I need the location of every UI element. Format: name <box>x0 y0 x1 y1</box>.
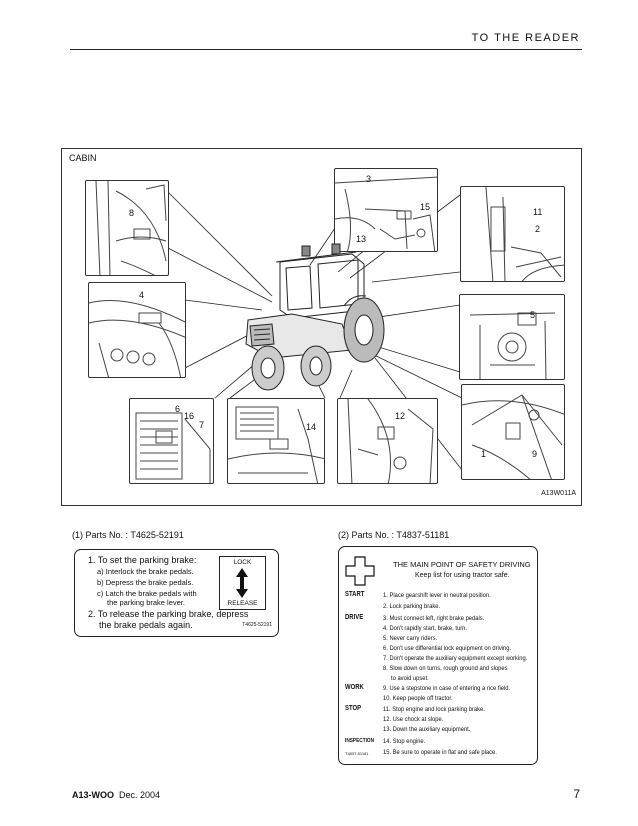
label1-line2b: the brake pedals again. <box>99 620 193 630</box>
figure-frame <box>61 148 582 506</box>
detail-panel-1-9 <box>461 384 565 480</box>
callout-16: 16 <box>184 411 195 421</box>
detail-panel-12 <box>337 398 438 484</box>
safety-item: to avoid upset. <box>391 675 429 682</box>
callout-9: 9 <box>532 449 538 459</box>
section-inspection: INSPECTION <box>345 738 375 744</box>
safety-item: 6. Don't use differential lock equipment… <box>383 645 512 652</box>
detail-panel-3-13-15 <box>334 168 438 252</box>
callout-11: 11 <box>533 207 543 217</box>
safety-item: 12. Use chock at slope. <box>383 716 444 723</box>
safety-item: 5. Never carry riders. <box>383 635 438 642</box>
callout-2: 2 <box>535 224 541 234</box>
detail-drawing-11-2 <box>461 187 565 282</box>
callout-13: 13 <box>356 234 367 244</box>
figure-code: A13W011A <box>541 490 576 497</box>
label1-line1c2: the parking brake lever. <box>107 598 185 607</box>
header-title: TO THE READER <box>471 32 580 44</box>
callout-1: 1 <box>481 449 487 459</box>
label1-line1: 1. To set the parking brake: <box>88 555 197 565</box>
safety-item: 14. Stop engine. <box>383 738 426 745</box>
detail-drawing-8 <box>86 181 169 276</box>
label1-line1b: b) Depress the brake pedals. <box>97 578 194 587</box>
detail-panel-11-2 <box>460 186 565 282</box>
safety-item: 11. Stop engine and lock parking brake. <box>383 706 485 713</box>
detail-drawing-4 <box>89 283 186 378</box>
detail-panel-8 <box>85 180 169 276</box>
detail-panel-6-16-7 <box>129 398 214 484</box>
label1-code: T4625-52191 <box>242 622 272 628</box>
footer-left: A13-WOO Dec. 2004 <box>72 790 160 800</box>
detail-panel-4 <box>88 282 186 378</box>
detail-drawing-14 <box>228 399 325 484</box>
safety-item: 15. Be sure to operate in flat and safe … <box>383 749 497 756</box>
detail-drawing-12 <box>338 399 438 484</box>
label1-line1c1: c) Latch the brake pedals with <box>97 589 197 598</box>
detail-panel-5 <box>459 294 565 380</box>
label2-code: T4837-51181 <box>345 751 369 756</box>
detail-drawing-5 <box>460 295 565 380</box>
safety-item: 3. Must connect left, right brake pedals… <box>383 615 485 622</box>
callout-6: 6 <box>175 404 181 414</box>
safety-item: 2. Lock parking brake. <box>383 603 441 610</box>
footer-model: A13-WOO <box>72 790 115 800</box>
section-start: START <box>345 591 365 598</box>
figure-label: CABIN <box>69 153 97 163</box>
callout-7: 7 <box>199 420 205 430</box>
parking-brake-label: 1. To set the parking brake: a) Interloc… <box>74 549 279 637</box>
safety-driving-label: THE MAIN POINT OF SAFETY DRIVING Keep li… <box>338 546 538 765</box>
callout-12: 12 <box>395 411 406 421</box>
section-drive: DRIVE <box>345 614 364 621</box>
lock-text: LOCK <box>233 559 252 566</box>
label1-line1a: a) Interlock the brake pedals. <box>97 567 194 576</box>
safety-item: 9. Use a stepstone in case of entering a… <box>383 685 511 692</box>
tractor-illustration <box>232 240 392 400</box>
detail-drawing-6-16-7 <box>130 399 214 484</box>
lock-release-box: LOCK RELEASE <box>219 556 266 610</box>
safety-item: 13. Down the auxiliary equipment. <box>383 726 471 733</box>
safety-item: 4. Don't rapidly start, brake, turn. <box>383 625 467 632</box>
safety-item: 7. Don't operate the auxiliary equipment… <box>383 655 528 662</box>
safety-item: 1. Place gearshift lever in neutral posi… <box>383 592 491 599</box>
label1-line2a: 2. To release the parking brake, depress <box>88 609 249 619</box>
detail-panel-14 <box>227 398 325 484</box>
callout-5: 5 <box>530 310 536 320</box>
section-work: WORK <box>345 684 364 691</box>
footer-date: Dec. 2004 <box>119 790 161 800</box>
header-rule <box>70 49 582 50</box>
callout-15: 15 <box>420 202 431 212</box>
safety-item: 10. Keep people off tractor. <box>383 695 453 702</box>
callout-3: 3 <box>366 174 372 184</box>
part1-title: (1) Parts No. : T4625-52191 <box>72 530 184 540</box>
label2-subheading: Keep list for using tractor safe. <box>415 572 510 579</box>
cross-icon <box>345 556 375 586</box>
detail-drawing-3-13-15 <box>335 169 438 252</box>
section-stop: STOP <box>345 705 362 712</box>
callout-4: 4 <box>139 290 145 300</box>
safety-item: 8. Slow down on turns, rough ground and … <box>383 665 508 672</box>
double-arrow-icon <box>236 568 248 598</box>
callout-14: 14 <box>306 422 317 432</box>
page-number: 7 <box>573 787 580 801</box>
part2-title: (2) Parts No. : T4837-51181 <box>338 530 450 540</box>
release-text: RELEASE <box>227 600 258 607</box>
label2-heading: THE MAIN POINT OF SAFETY DRIVING <box>393 560 531 569</box>
detail-drawing-1-9 <box>462 385 565 480</box>
callout-8: 8 <box>129 208 135 218</box>
